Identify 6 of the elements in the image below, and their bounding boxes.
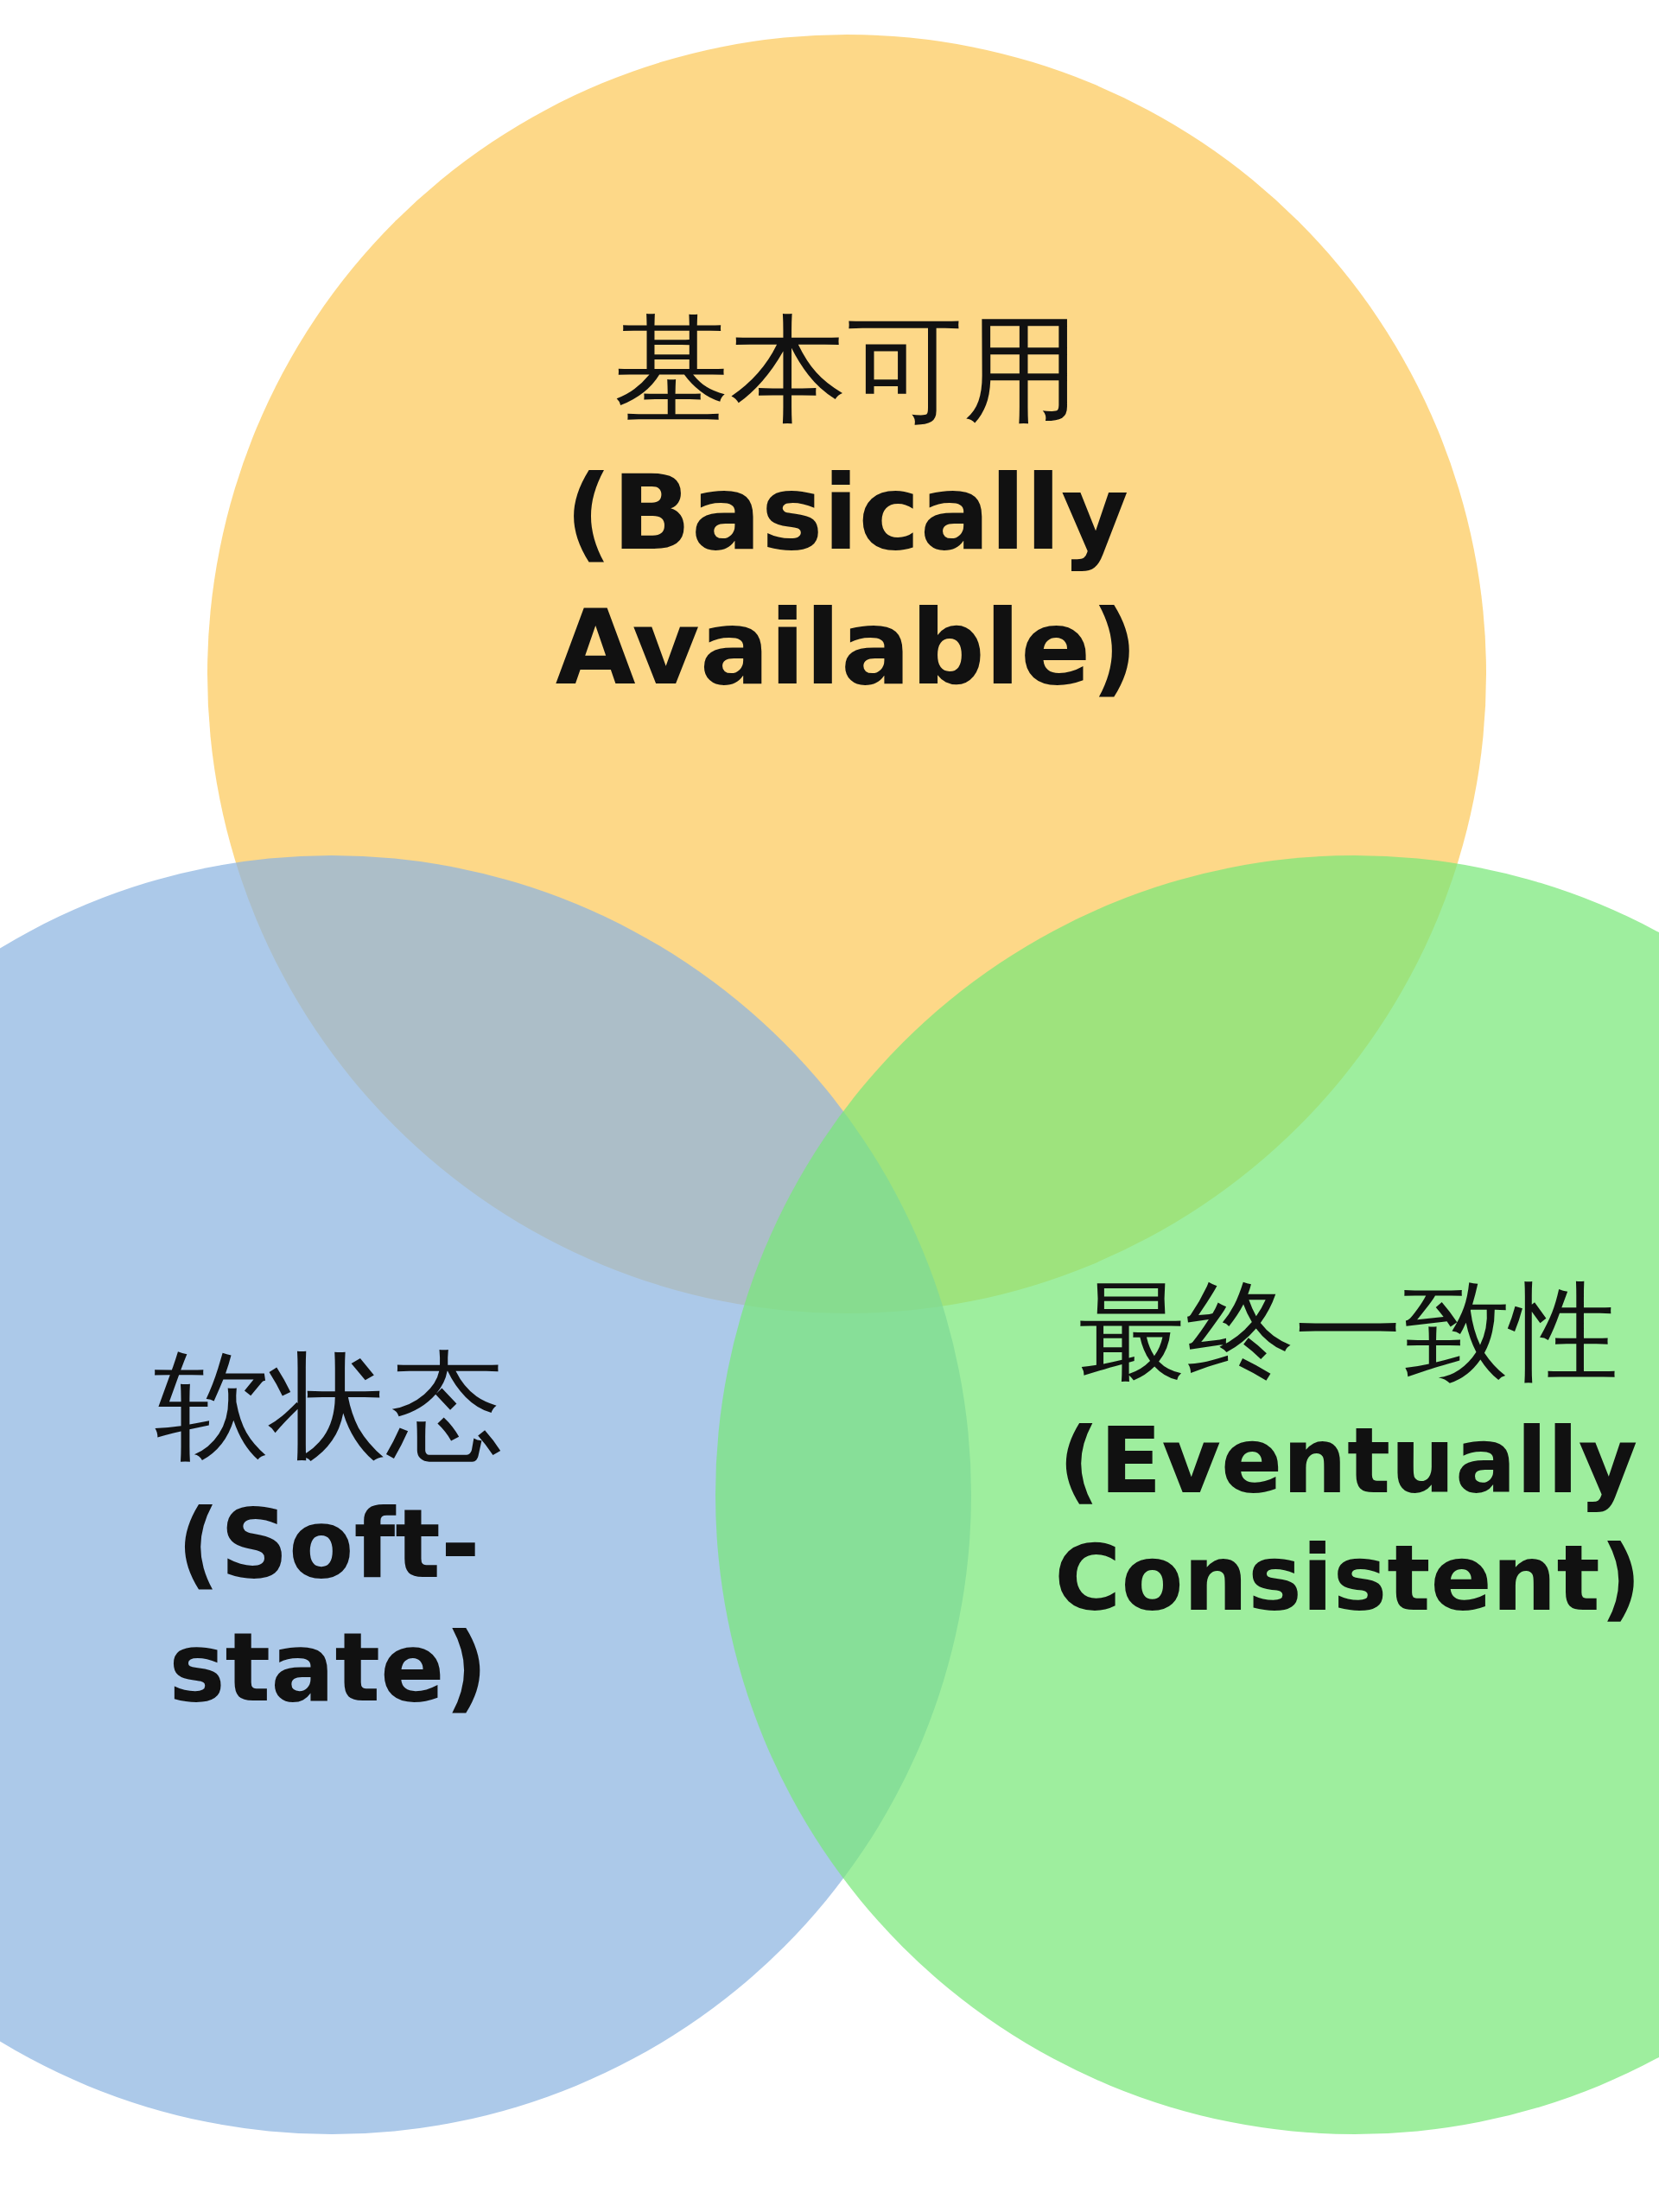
- circle-title: 最终一致性: [1077, 1268, 1618, 1395]
- circle-subtitle: (Soft-state): [168, 1487, 489, 1725]
- circle-subtitle: (Basically Available): [554, 451, 1140, 709]
- circle-subtitle: (Eventually Consistent): [1054, 1407, 1642, 1633]
- circle-title: 软状态: [153, 1338, 504, 1476]
- circle-title: 基本可用: [613, 301, 1080, 439]
